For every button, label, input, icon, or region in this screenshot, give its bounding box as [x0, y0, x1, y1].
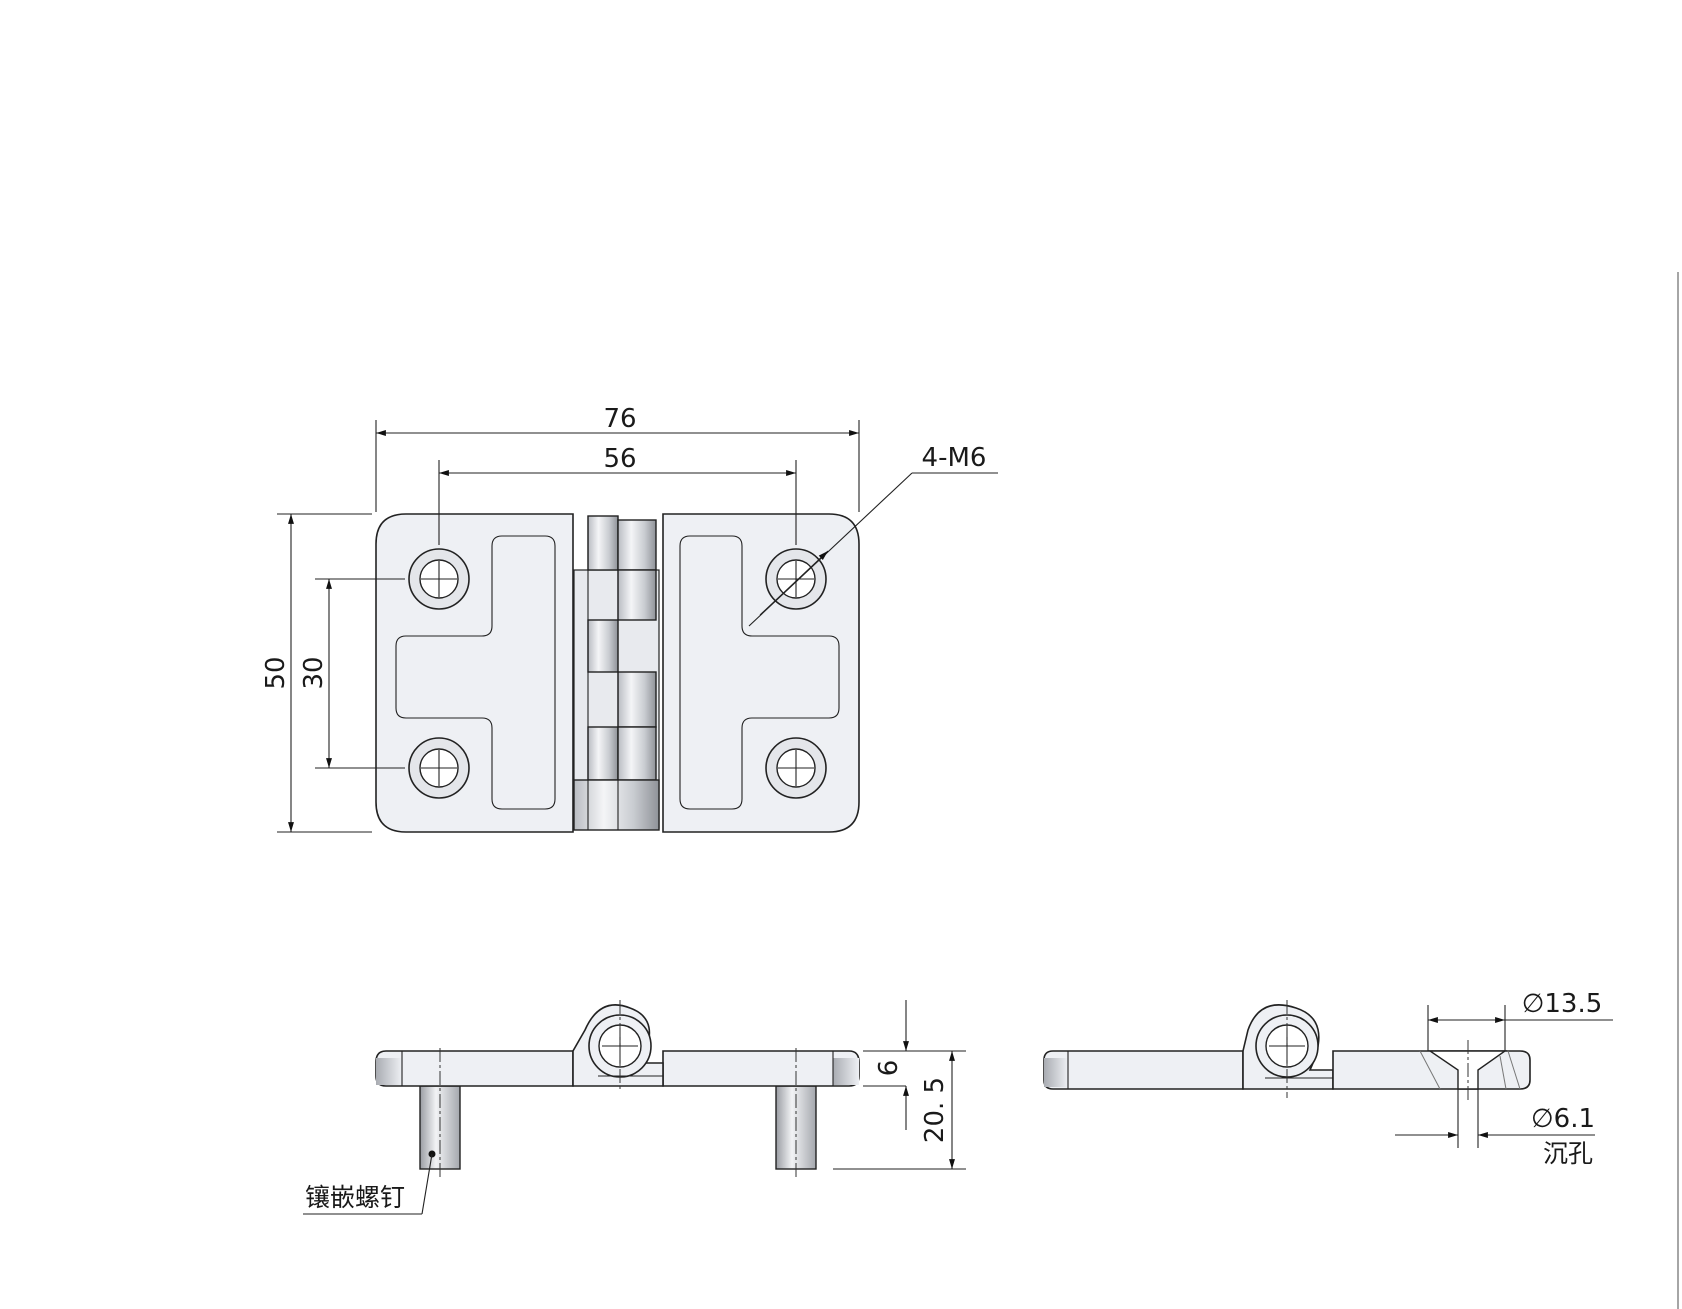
dim-through-hole-dia: ∅6.1	[1531, 1104, 1595, 1134]
dimension-lines	[288, 430, 998, 832]
label-insert-stud: 镶嵌螺钉	[305, 1183, 405, 1212]
top-view: 76 56 50 30 4-M6	[261, 404, 998, 833]
label-counterbore: 沉孔	[1543, 1139, 1593, 1168]
hinge-barrel	[573, 515, 660, 831]
dim-stud-length: 20. 5	[920, 1077, 950, 1143]
front-dimension-lines	[303, 1000, 966, 1215]
dim-overall-height: 50	[261, 656, 291, 689]
front-view: 6 20. 5 镶嵌螺钉	[303, 1000, 966, 1215]
dim-overall-width: 76	[603, 404, 636, 434]
section-dimension-lines	[1395, 1005, 1613, 1148]
left-recess	[395, 535, 556, 810]
section-view: ∅13.5 ∅6.1 沉孔	[1043, 989, 1613, 1168]
dim-hole-spacing-x: 56	[603, 444, 636, 474]
mounting-holes	[408, 548, 827, 799]
dim-hole-spacing-y: 30	[299, 656, 329, 689]
right-recess	[679, 535, 840, 810]
right-leaf	[662, 513, 860, 833]
left-leaf	[375, 513, 574, 833]
dim-thread-callout: 4-M6	[922, 443, 987, 473]
dim-plate-thickness: 6	[874, 1060, 904, 1077]
dim-counterbore-dia: ∅13.5	[1522, 989, 1603, 1019]
